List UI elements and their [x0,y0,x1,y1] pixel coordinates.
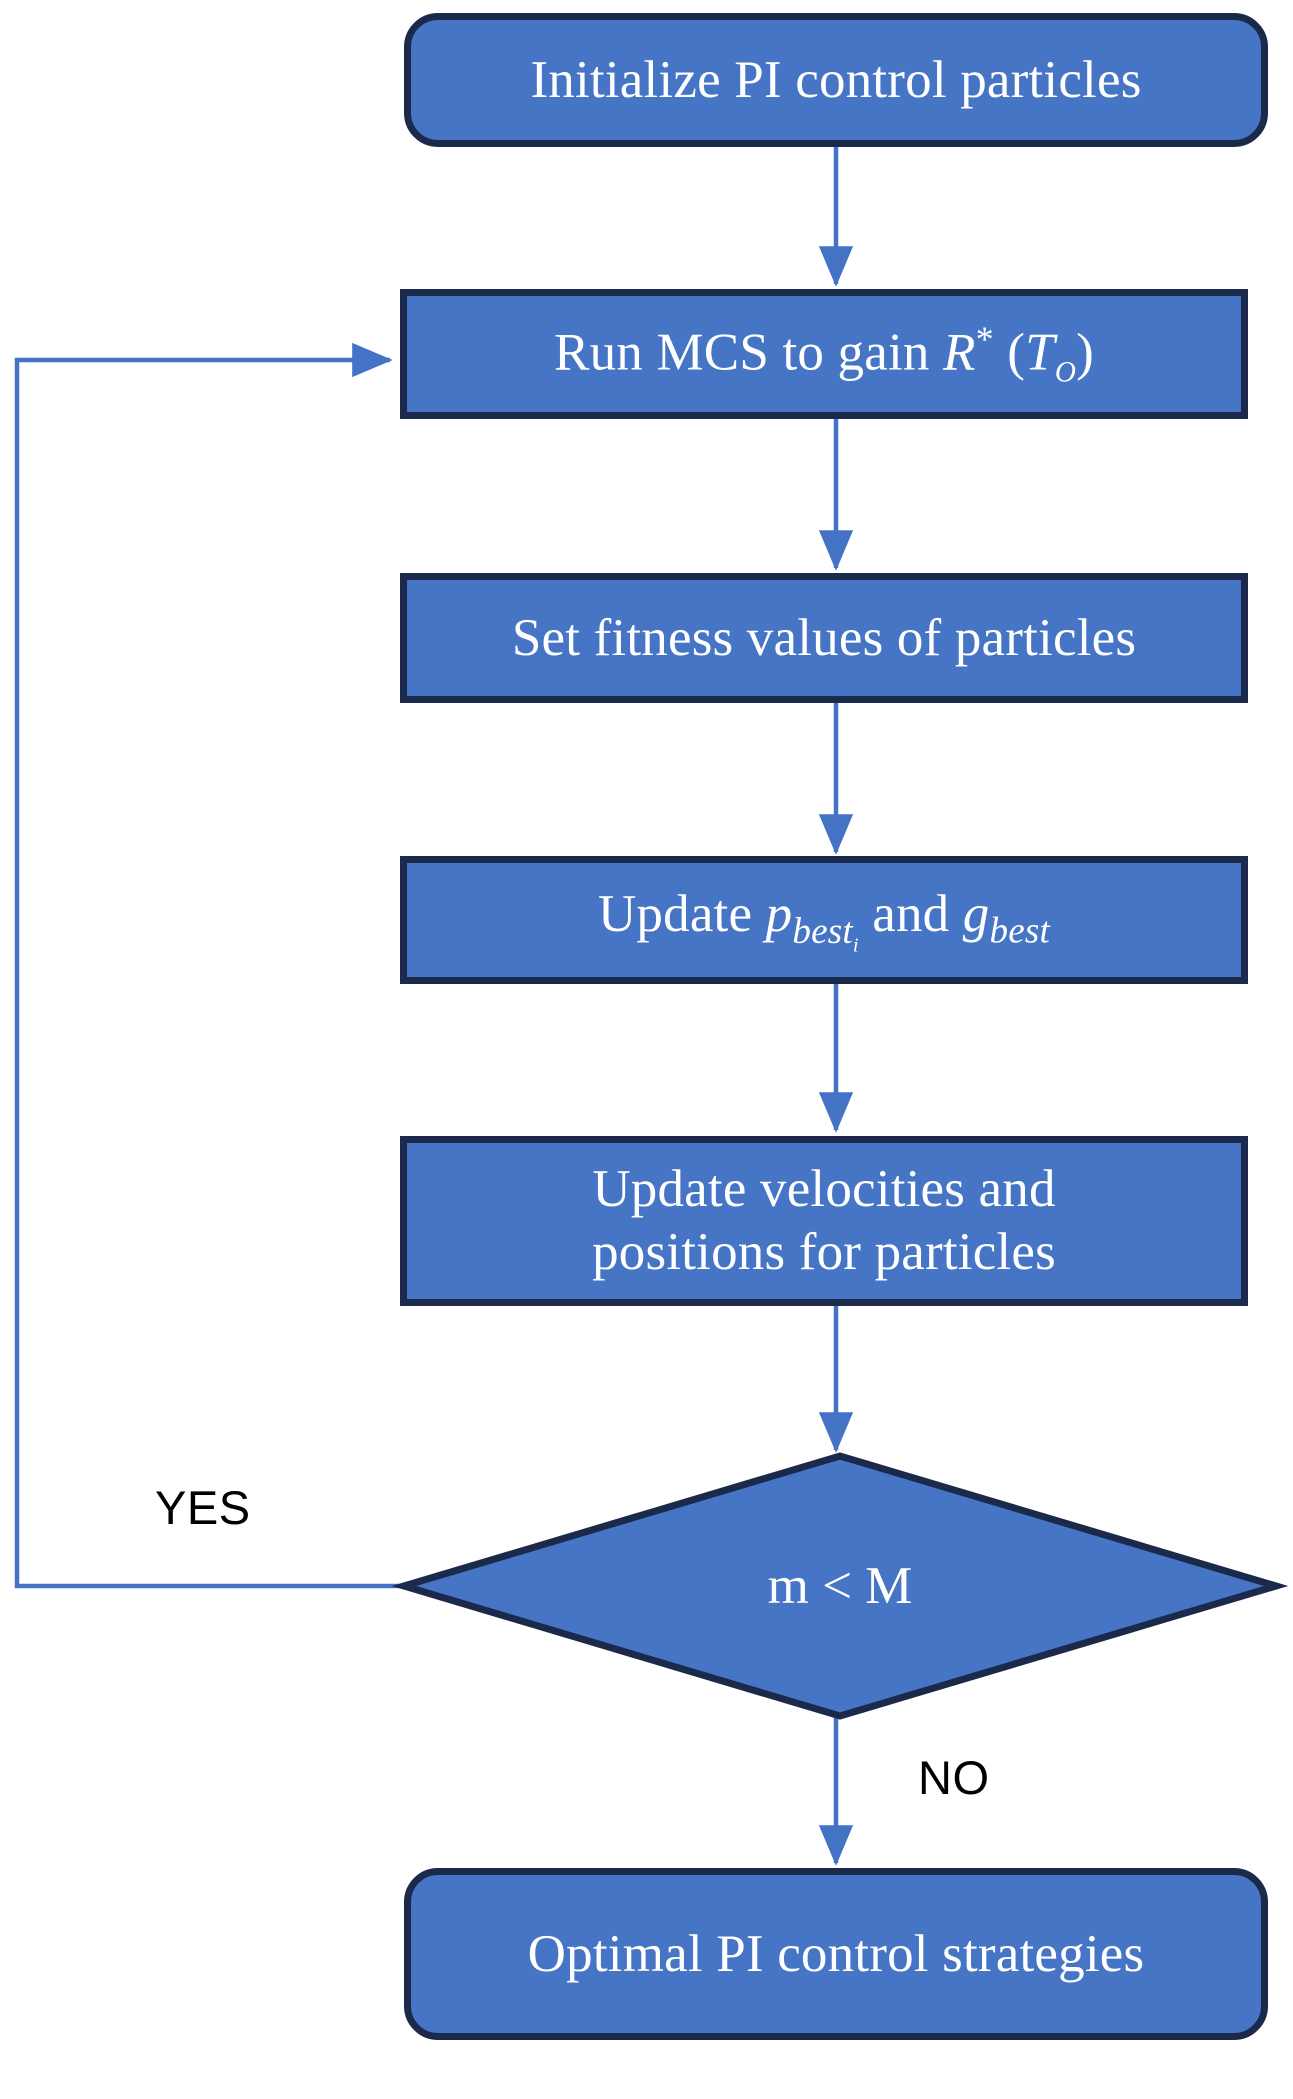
node-initialize[interactable]: Initialize PI control particles [404,13,1268,147]
node-optimal[interactable]: Optimal PI control strategies [404,1868,1268,2040]
edge-label-yes: YES [155,1481,251,1534]
edge-decision-to-run-mcs-yes [14,342,404,1589]
node-update-best[interactable]: Update pbesti and gbest [400,856,1248,984]
node-decision-label: m < M [767,1557,913,1615]
node-update-velocity-line2: positions for particles [592,1223,1056,1281]
decision-diamond-shape [391,1452,1289,1720]
node-run-mcs-label: Run MCS to gain R* (TO) [554,319,1094,389]
node-update-velocity-line1: Update velocities and [592,1160,1056,1219]
node-run-mcs[interactable]: Run MCS to gain R* (TO) [400,289,1248,419]
node-decision[interactable]: m < M [391,1452,1289,1720]
edge-label-no: NO [918,1751,990,1804]
node-set-fitness[interactable]: Set fitness values of particles [400,573,1248,703]
node-update-best-label: Update pbesti and gbest [597,884,1051,956]
node-update-velocity[interactable]: Update velocities and positions for part… [400,1136,1248,1306]
